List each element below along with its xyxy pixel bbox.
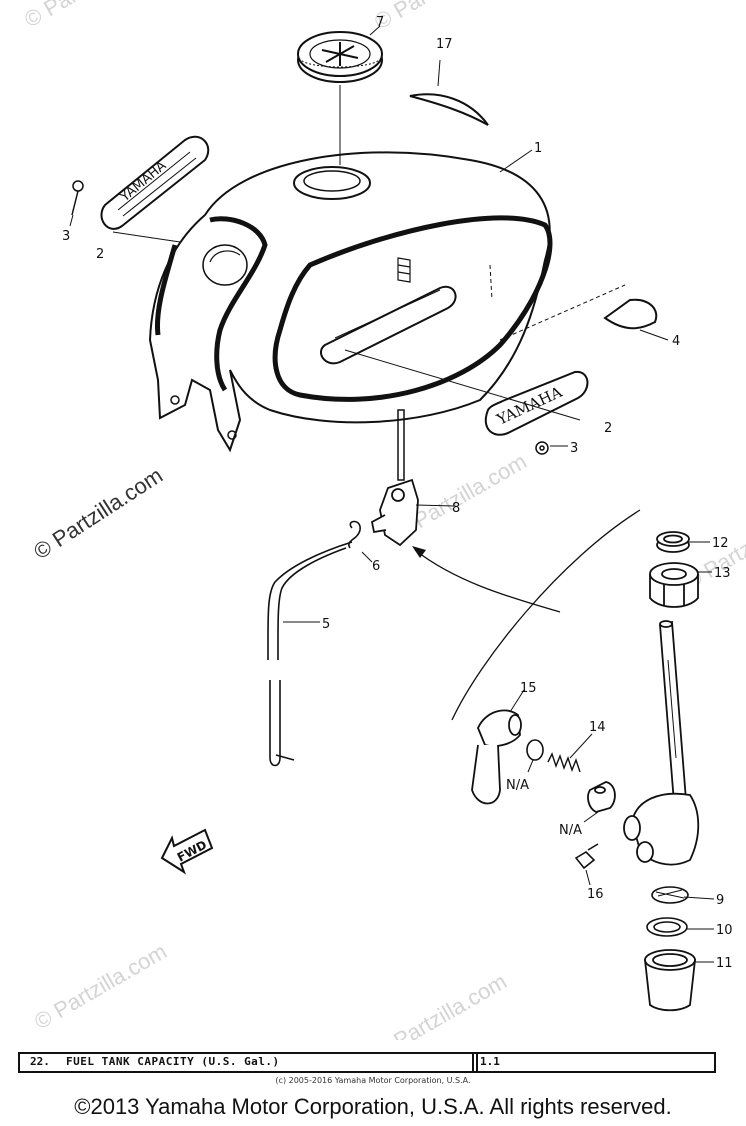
outlet-pipe bbox=[659, 620, 687, 805]
callout-12: 12 bbox=[712, 536, 729, 551]
spec-divider-left bbox=[18, 1052, 20, 1073]
o-ring bbox=[526, 739, 544, 761]
callout-14: 14 bbox=[589, 720, 606, 735]
exploded-view-boundary bbox=[451, 509, 641, 721]
small-copyright: (c) 2005-2016 Yamaha Motor Corporation, … bbox=[275, 1076, 471, 1085]
spring-part14 bbox=[547, 752, 581, 773]
callout-na-oring: N/A bbox=[506, 778, 529, 793]
cock-body bbox=[623, 792, 700, 866]
cup-part11 bbox=[643, 949, 697, 1012]
callout-16: 16 bbox=[587, 887, 604, 902]
parts-diagram: © Partzilla.com © Partzilla.com © Partzi… bbox=[20, 0, 746, 1040]
callout-6: 6 bbox=[372, 559, 380, 574]
damper-part4 bbox=[603, 298, 658, 330]
footer-copyright: ©2013 Yamaha Motor Corporation, U.S.A. A… bbox=[74, 1094, 672, 1119]
callout-1: 1 bbox=[534, 141, 542, 156]
callout-17: 17 bbox=[436, 37, 453, 52]
spec-divider-right bbox=[714, 1052, 716, 1073]
exploded-view-connector bbox=[414, 549, 561, 613]
screw-part16 bbox=[574, 843, 599, 870]
callout-8: 8 bbox=[452, 501, 460, 516]
emblem-left: YAMAHA bbox=[100, 135, 210, 230]
callout-3-right: 3 bbox=[570, 441, 578, 456]
callout-11: 11 bbox=[716, 956, 733, 971]
callout-2-right: 2 bbox=[604, 421, 612, 436]
emblem-left-text: YAMAHA bbox=[117, 158, 169, 205]
plunger bbox=[587, 781, 616, 813]
filler-cap bbox=[297, 31, 383, 165]
watermark-main: © Partzilla.com bbox=[29, 462, 167, 564]
spec-number: 22. bbox=[30, 1055, 50, 1068]
callout-5: 5 bbox=[322, 617, 330, 632]
fuel-tank bbox=[148, 151, 553, 481]
leader-lines bbox=[69, 25, 715, 963]
fuel-cock-assembly bbox=[370, 478, 419, 547]
emblem-right: YAMAHA bbox=[484, 370, 589, 436]
filter-part9 bbox=[651, 886, 689, 904]
screw-right bbox=[535, 441, 549, 455]
callout-15: 15 bbox=[520, 681, 537, 696]
watermark-top-left: © Partzilla.com bbox=[20, 0, 161, 32]
screw-left bbox=[71, 180, 84, 216]
watermark-lower-left: © Partzilla.com bbox=[30, 939, 171, 1035]
washer-part12 bbox=[656, 531, 690, 553]
nut-part13 bbox=[649, 562, 699, 608]
callout-labels: 1 2 3 2 3 4 5 6 7 8 9 10 11 12 13 14 15 … bbox=[62, 15, 733, 971]
spec-divider-mid2 bbox=[476, 1052, 478, 1073]
spec-label: FUEL TANK CAPACITY (U.S. Gal.) bbox=[66, 1055, 280, 1068]
spec-value: 1.1 bbox=[480, 1055, 500, 1068]
fuel-hose bbox=[267, 541, 353, 767]
lever-part15 bbox=[471, 709, 522, 805]
callout-2-left: 2 bbox=[96, 247, 104, 262]
hose-clip bbox=[348, 520, 361, 549]
callout-3-left: 3 bbox=[62, 229, 70, 244]
callout-4: 4 bbox=[672, 334, 680, 349]
callout-10: 10 bbox=[716, 923, 733, 938]
tank-rubber-part17 bbox=[409, 93, 489, 126]
watermark-lower-mid: © Partzilla.com bbox=[370, 969, 511, 1040]
forward-arrow: FWD bbox=[160, 828, 214, 875]
callout-9: 9 bbox=[716, 893, 724, 908]
gasket-part10 bbox=[646, 917, 688, 937]
callout-na-plunger: N/A bbox=[559, 823, 582, 838]
spec-table-row: 22. FUEL TANK CAPACITY (U.S. Gal.) 1.1 bbox=[18, 1052, 716, 1073]
callout-13: 13 bbox=[714, 566, 731, 581]
callout-7: 7 bbox=[376, 15, 384, 30]
watermark-top-right: © Partzilla.com bbox=[370, 0, 511, 34]
spec-divider-mid bbox=[472, 1052, 474, 1073]
